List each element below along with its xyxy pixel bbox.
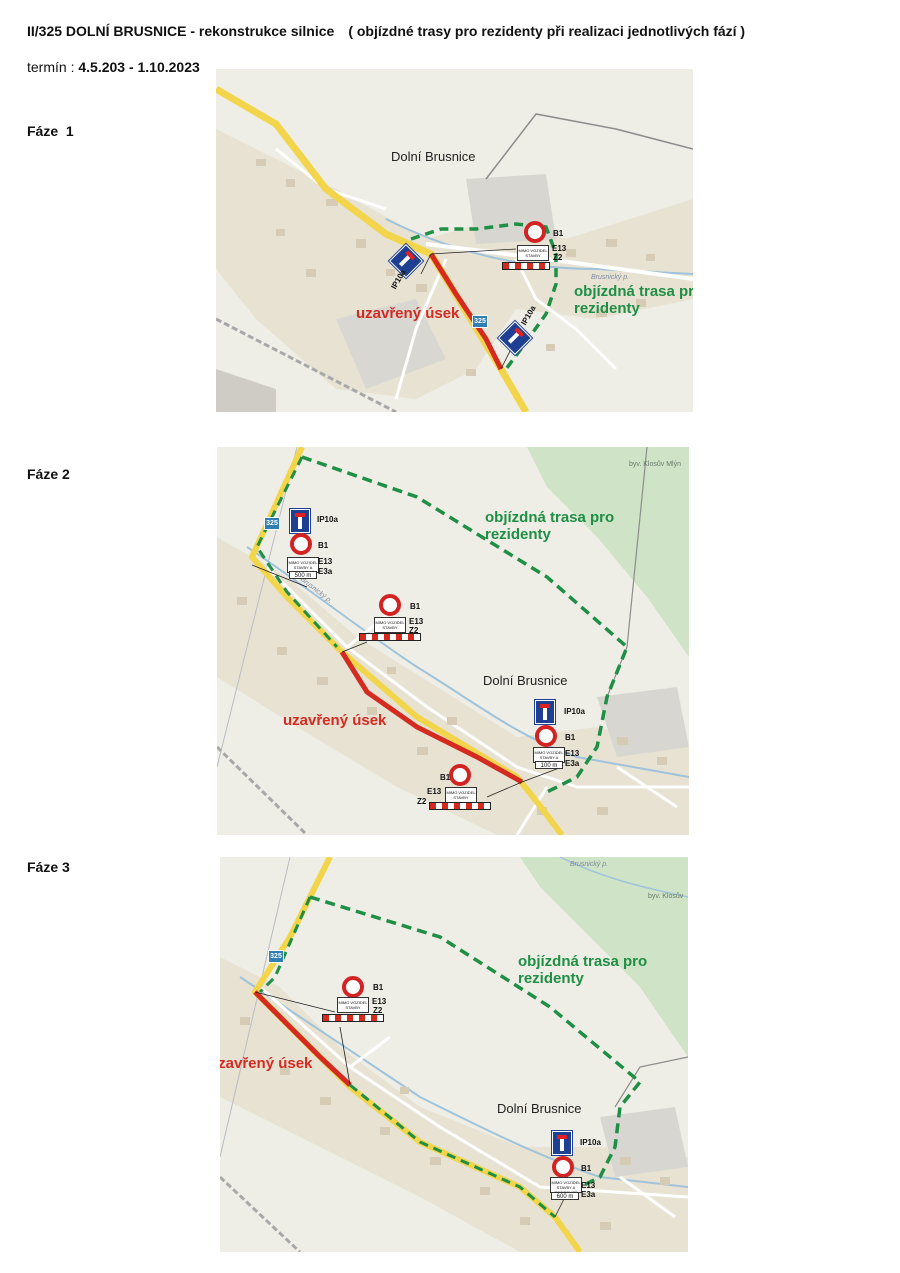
phase-3-text-a-sign: MIMO VOZIDEL STAVBY: [337, 997, 369, 1013]
phase-1-map: Dolní Brusnice uzavřený úsek objízdná tr…: [216, 69, 693, 412]
phase-3-map: byv. Klosův Brusnický p. objízdná trasa …: [220, 857, 688, 1252]
phase-3-e13-a-label: E13: [372, 997, 387, 1006]
phase-3-b1-b-icon: [552, 1156, 574, 1178]
phase-2-text-d-sign: MIMO VOZIDEL STAVBY: [445, 787, 477, 803]
phase-2-ip10a-c-icon: [535, 700, 555, 724]
phase-2-b1-c-label: B1: [565, 733, 576, 742]
phase-3-b1-a-label: B1: [373, 983, 384, 992]
phase-3-text-b-sign: MIMO VOZIDEL STAVBY A REZIDENTŮ: [550, 1177, 582, 1195]
phase-2-chalet-label: byv. Klosův Mlýn: [629, 461, 681, 468]
phase-2-b1-b-label: B1: [410, 602, 421, 611]
phase-2-label: Fáze 2: [27, 466, 70, 482]
phase-3-chalet-label: byv. Klosův: [648, 893, 684, 900]
phase-2-ip10a-c-label: IP10a: [564, 707, 585, 716]
phase-1-road-number: 325: [472, 315, 488, 328]
phase-2-e13-a-label: E13: [318, 557, 333, 566]
phase-1-barrier-icon: [502, 262, 550, 270]
phase-1-town-label: Dolní Brusnice: [391, 149, 476, 164]
phase-2-detour-label: objízdná trasa pro rezidenty: [485, 509, 615, 543]
phase-2-e13-c-label: E13: [565, 749, 580, 758]
phase-3-town-label: Dolní Brusnice: [497, 1101, 582, 1116]
phase-1-e13-label: E13: [552, 244, 567, 253]
phase-1-b1-sign-icon: [524, 221, 546, 243]
phase-3-barrier-a-icon: [322, 1014, 384, 1022]
phase-3-label: Fáze 3: [27, 859, 70, 875]
page-title: II/325 DOLNÍ BRUSNICE - rekonstrukce sil…: [27, 23, 745, 39]
phase-2-e13-d-label: E13: [427, 787, 442, 796]
title-main: II/325 DOLNÍ BRUSNICE - rekonstrukce sil…: [27, 23, 335, 39]
phase-3-ip10a-b-icon: [552, 1131, 572, 1155]
phase-1-z2-label: Z2: [553, 253, 563, 262]
phase-2-ip10a-a-icon: [290, 509, 310, 533]
phase-2-map: byv. Klosův Mlýn objízdná trasa pro rezi…: [217, 447, 689, 835]
phase-3-road-number: 325: [268, 950, 284, 963]
phase-3-b1-b-label: B1: [581, 1164, 592, 1173]
phase-2-town-label: Dolní Brusnice: [483, 673, 568, 688]
phase-2-road-number: 325: [264, 517, 280, 530]
term-label: termín :: [27, 59, 75, 75]
phase-2-text-b-sign: MIMO VOZIDEL STAVBY: [374, 617, 406, 633]
phase-2-dist-c-sign: 100 m: [535, 761, 563, 769]
phase-3-z2-a-label: Z2: [373, 1006, 383, 1015]
phase-1-detour-label: objízdná trasa pro rezidenty: [574, 283, 693, 317]
phase-2-b1-d-label: B1: [440, 773, 451, 782]
phase-2-z2-b-label: Z2: [409, 626, 419, 635]
phase-3-closed-label: uzavřený úsek: [220, 1055, 313, 1072]
term-value: 4.5.203 - 1.10.2023: [78, 59, 200, 75]
phase-2-dist-a-sign: 500 m: [289, 571, 317, 579]
phase-1-text-sign: MIMO VOZIDEL STAVBY: [517, 245, 549, 261]
phase-2-b1-a-icon: [290, 533, 312, 555]
phase-2-e3a-c-label: E3a: [565, 759, 580, 768]
phase-2-e13-b-label: E13: [409, 617, 424, 626]
phase-2-z2-d-label: Z2: [417, 797, 427, 806]
phase-1-stream-label: Brusnický p.: [591, 274, 630, 281]
phase-3-detour-label: objízdná trasa pro rezidenty: [518, 953, 648, 987]
phase-1-map-graphic: [216, 69, 693, 412]
phase-2-b1-c-icon: [535, 725, 557, 747]
phase-1-label: Fáze 1: [27, 123, 74, 139]
phase-1-b1-label: B1: [553, 229, 564, 238]
phase-2-ip10a-a-label: IP10a: [317, 515, 338, 524]
phase-3-e13-b-label: E13: [581, 1181, 596, 1190]
phase-2-e3a-a-label: E3a: [318, 567, 333, 576]
phase-2-barrier-d-icon: [429, 802, 491, 810]
phase-3-stream-label: Brusnický p.: [570, 861, 609, 868]
phase-2-b1-a-label: B1: [318, 541, 329, 550]
phase-3-b1-a-icon: [342, 976, 364, 998]
phase-3-dist-b-sign: 600 m: [551, 1192, 579, 1200]
phase-1-closed-label: uzavřený úsek: [356, 305, 460, 322]
title-subtitle: ( objízdné trasy pro rezidenty při reali…: [348, 23, 746, 39]
phase-3-ip10a-b-label: IP10a: [580, 1138, 601, 1147]
phase-2-closed-label: uzavřený úsek: [283, 712, 387, 729]
phase-2-barrier-b-icon: [359, 633, 421, 641]
phase-3-e3a-b-label: E3a: [581, 1190, 596, 1199]
phase-2-b1-d-icon: [449, 764, 471, 786]
term-line: termín : 4.5.203 - 1.10.2023: [27, 59, 200, 75]
phase-2-b1-b-icon: [379, 594, 401, 616]
